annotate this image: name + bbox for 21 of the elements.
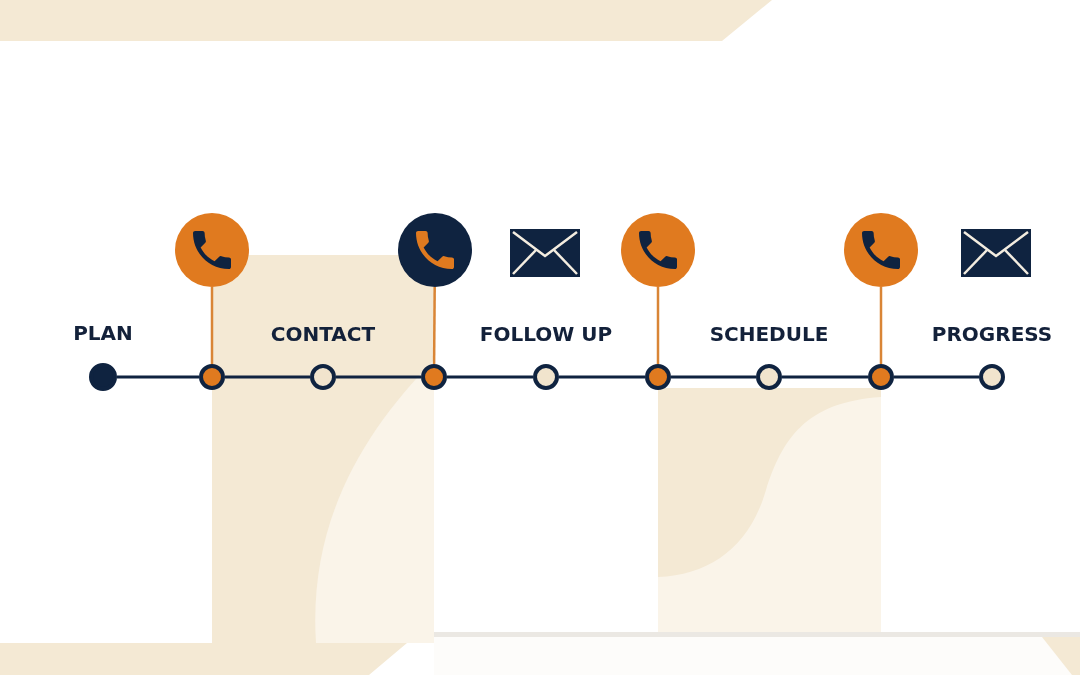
stage-label: FOLLOW UP: [479, 322, 613, 346]
stage-label: PLAN: [73, 321, 133, 345]
timeline-dot: [645, 364, 671, 390]
stem-line: [879, 287, 883, 364]
timeline-dot: [421, 364, 447, 390]
stage-label: PROGRESS: [931, 322, 1053, 346]
stem-line: [210, 287, 214, 364]
timeline-line: [336, 375, 421, 379]
timeline-line: [447, 375, 533, 379]
timeline-line: [225, 375, 310, 379]
timeline-dot: [868, 364, 894, 390]
stage-label: CONTACT: [270, 322, 376, 346]
timeline-line: [671, 375, 756, 379]
stage-label: SCHEDULE: [709, 322, 829, 346]
timeline-line: [894, 375, 979, 379]
timeline-line: [559, 375, 645, 379]
stem-line: [432, 287, 436, 364]
stem-line: [656, 287, 660, 364]
timeline-dot: [199, 364, 225, 390]
timeline-line: [782, 375, 868, 379]
timeline-line: [117, 375, 199, 379]
